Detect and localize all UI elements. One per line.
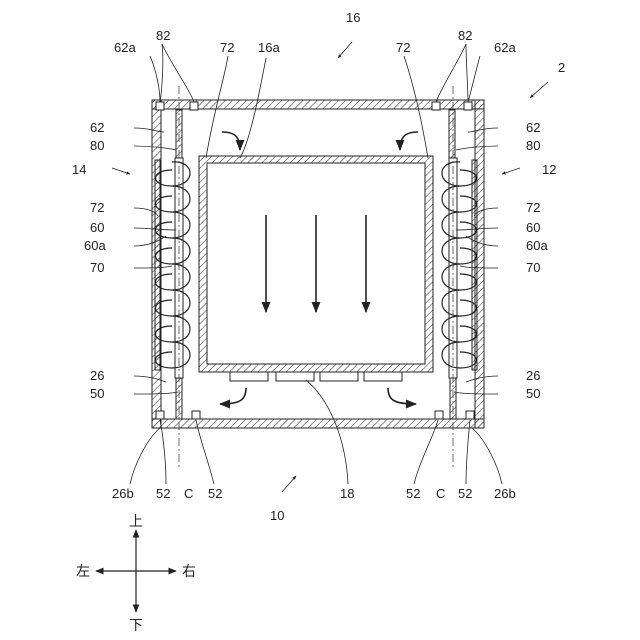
cell-2 — [276, 372, 314, 381]
bottom-wall — [152, 419, 484, 428]
label-60-right: 60 — [526, 220, 540, 235]
label-2: 2 — [558, 60, 565, 75]
label-80-right: 80 — [526, 138, 540, 153]
label-26-right: 26 — [526, 368, 540, 383]
label-52-left-b: 52 — [208, 486, 222, 501]
leader-16 — [338, 42, 352, 58]
label-52-right-b: 52 — [458, 486, 472, 501]
block-62a-right — [464, 102, 472, 110]
battery-cells — [230, 372, 402, 381]
label-72-top-right: 72 — [396, 40, 410, 55]
block-62a-left — [156, 102, 164, 110]
label-14: 14 — [72, 162, 86, 177]
panel-80-right — [449, 110, 455, 158]
label-C-left: C — [184, 486, 193, 501]
cell-3 — [320, 372, 358, 381]
label-70-left: 70 — [90, 260, 104, 275]
block-52-right-a — [435, 411, 443, 419]
label-60a-left: 60a — [84, 238, 106, 253]
leader-12 — [502, 168, 520, 174]
label-62-left: 62 — [90, 120, 104, 135]
label-C-right: C — [436, 486, 445, 501]
block-52-right-b — [466, 411, 474, 419]
label-52-left-a: 52 — [156, 486, 170, 501]
cell-4 — [364, 372, 402, 381]
block-52-left-a — [156, 411, 164, 419]
compass-right-label: 右 — [182, 564, 196, 580]
label-70-right: 70 — [526, 260, 540, 275]
label-26b-right: 26b — [494, 486, 516, 501]
label-72-right: 72 — [526, 200, 540, 215]
label-52-right-a: 52 — [406, 486, 420, 501]
block-82-left — [190, 102, 198, 110]
label-50-right: 50 — [526, 386, 540, 401]
coil-70-right — [442, 162, 477, 368]
label-12: 12 — [542, 162, 556, 177]
cell-1 — [230, 372, 268, 381]
label-60a-right: 60a — [526, 238, 548, 253]
label-62a-right: 62a — [494, 40, 516, 55]
label-16: 16 — [346, 10, 360, 25]
label-50-left: 50 — [90, 386, 104, 401]
leader-14 — [112, 168, 130, 174]
label-72-left: 72 — [90, 200, 104, 215]
label-82-left: 82 — [156, 28, 170, 43]
flow-arrow-bottom-right — [388, 388, 416, 404]
flow-arrow-top-right — [400, 132, 418, 150]
label-62a-left: 62a — [114, 40, 136, 55]
leader-2 — [530, 82, 548, 98]
label-62-right: 62 — [526, 120, 540, 135]
flow-arrow-bottom-left — [220, 388, 246, 404]
block-82-right — [432, 102, 440, 110]
label-26-left: 26 — [90, 368, 104, 383]
label-72-top-left: 72 — [220, 40, 234, 55]
label-26b-left: 26b — [112, 486, 134, 501]
label-10: 10 — [270, 508, 284, 523]
flow-arrow-top-left — [222, 132, 240, 150]
block-52-left-b — [192, 411, 200, 419]
label-82-right: 82 — [458, 28, 472, 43]
leader-10 — [282, 476, 296, 492]
compass-left-label: 左 — [76, 564, 90, 580]
direction-compass: 上 下 左 右 — [76, 514, 196, 634]
label-16a: 16a — [258, 40, 280, 55]
compass-up-label: 上 — [129, 514, 143, 530]
compass-down-label: 下 — [129, 618, 143, 634]
label-80-left: 80 — [90, 138, 104, 153]
label-60-left: 60 — [90, 220, 104, 235]
label-18: 18 — [340, 486, 354, 501]
